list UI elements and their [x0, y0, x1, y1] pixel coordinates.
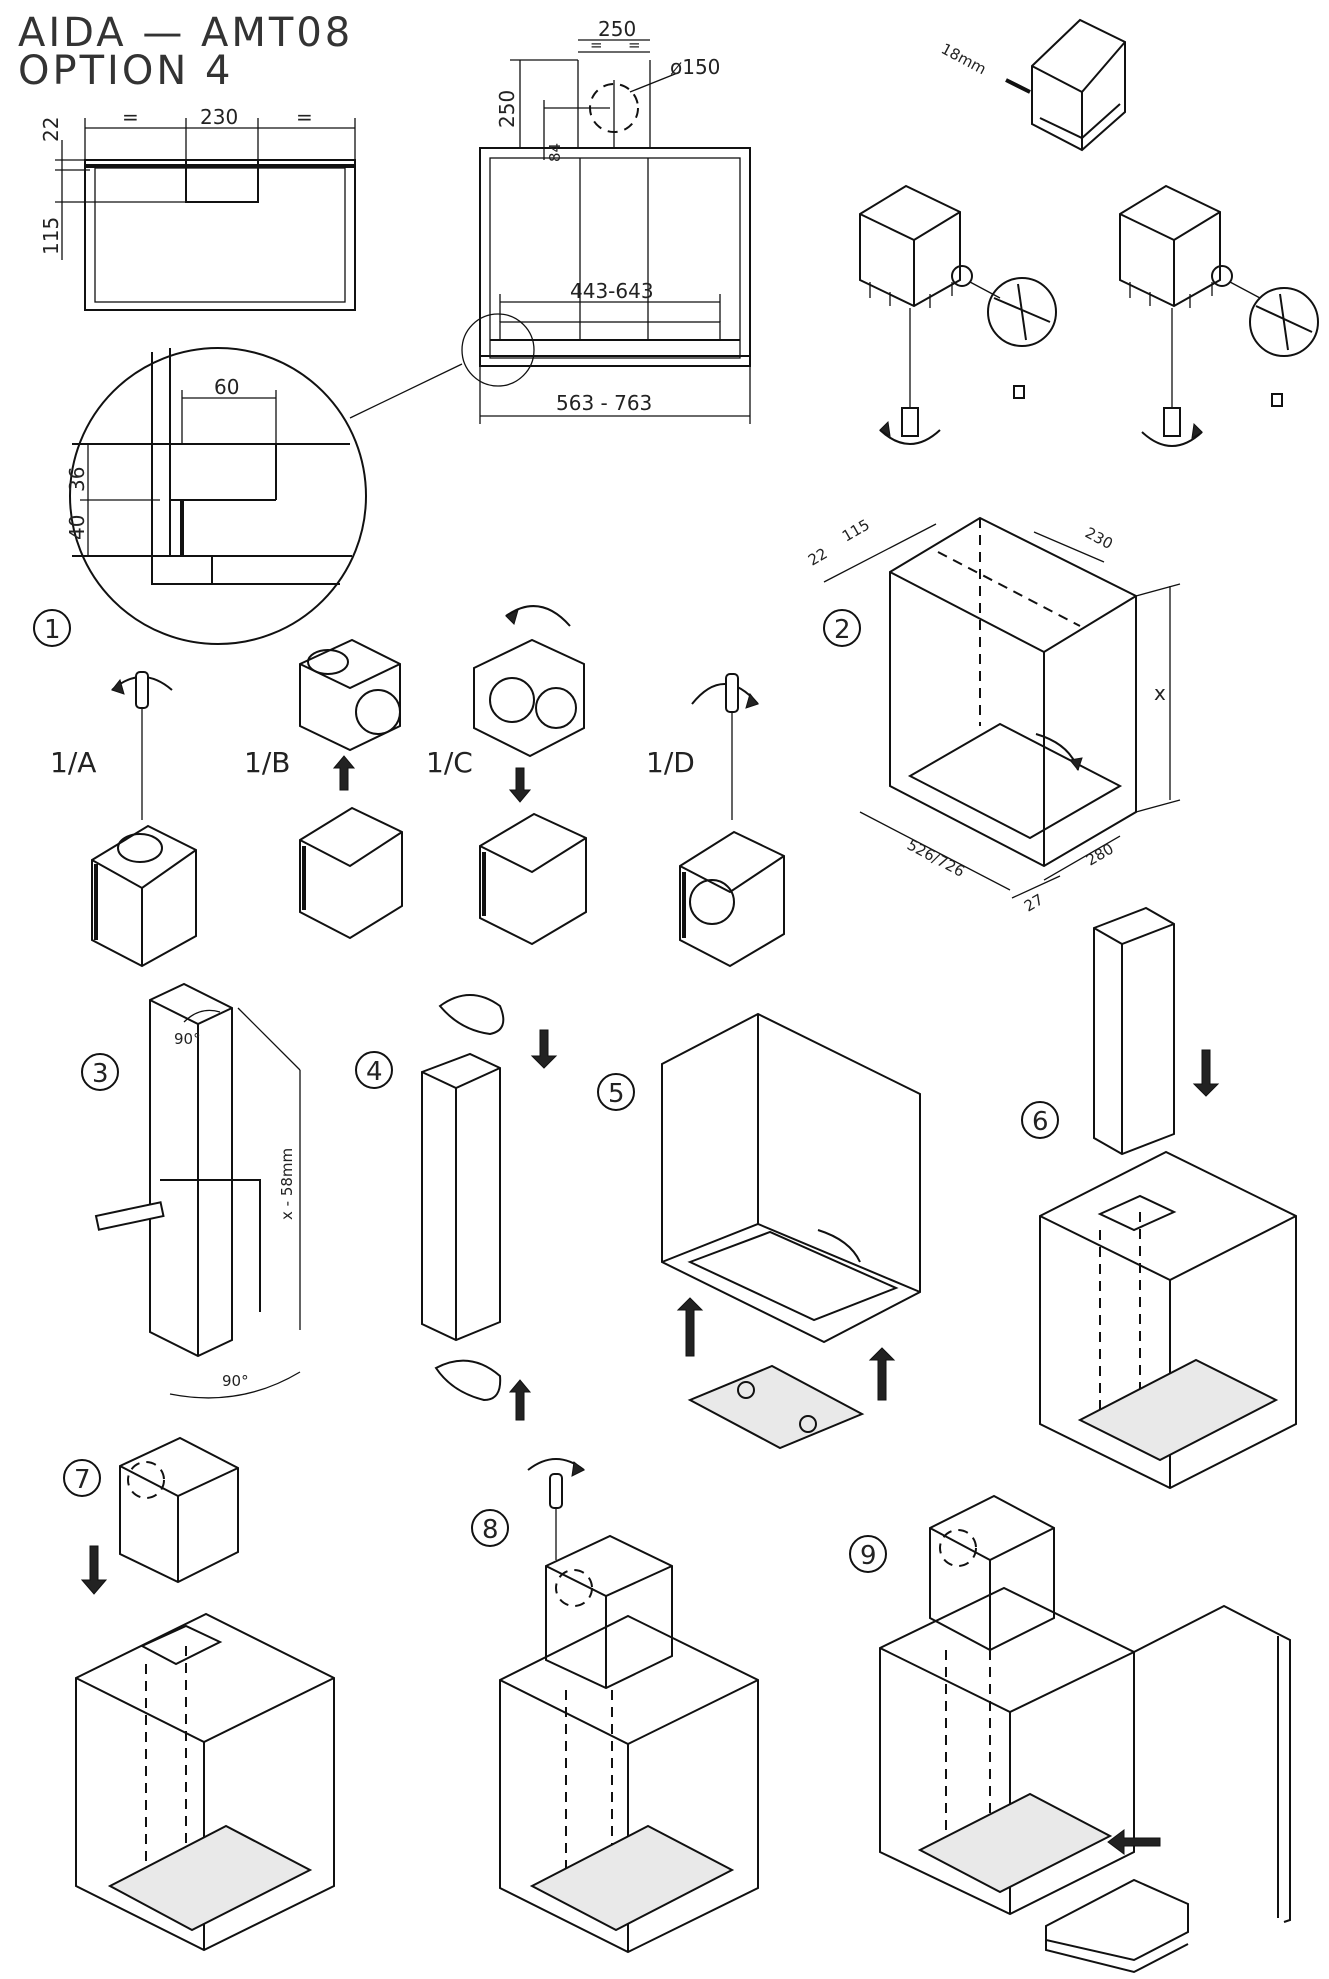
- step-6: 6: [1021, 906, 1297, 1490]
- step-badge: [63, 1459, 101, 1497]
- dim-iso-27: 27: [1021, 890, 1047, 915]
- push-arrow-icon: [80, 1545, 108, 1595]
- step-1b: 1/B: [244, 638, 403, 940]
- dim-iso-depth: 526/726: [904, 836, 967, 881]
- dim-equal-left: =: [122, 105, 139, 129]
- step-2: 2 22 115 230 x 526/726 280 27: [805, 516, 1181, 915]
- step-badge: [597, 1073, 635, 1111]
- screwdriver-icon: [135, 671, 149, 709]
- dim-screw-length: 18mm: [938, 40, 989, 79]
- dim-left-115: 115: [39, 217, 63, 255]
- step-number: 5: [608, 1079, 625, 1109]
- step-1: 1: [33, 609, 71, 647]
- screwdriver-icon: [725, 673, 739, 713]
- dim-chimney-eq-left: =: [590, 36, 603, 54]
- screwdriver-icon: [901, 407, 919, 437]
- step-number: 1: [44, 615, 61, 645]
- screw-icon: [1013, 385, 1025, 399]
- step-badge: [471, 1509, 509, 1547]
- dim-top-width: 230: [200, 105, 238, 129]
- push-arrow-icon: [508, 767, 532, 803]
- dim-duct-diameter: ø150: [670, 55, 720, 79]
- step-4: 4: [355, 994, 558, 1421]
- push-arrow-icon: [868, 1347, 896, 1401]
- step-5: 5: [597, 1012, 921, 1450]
- step-badge: [849, 1535, 887, 1573]
- model-title: AIDA — AMT08: [18, 10, 353, 56]
- bracket-left-sketch: [859, 184, 1057, 445]
- push-arrow-icon: [508, 1379, 532, 1421]
- dim-detail-36: 36: [65, 467, 89, 492]
- detail-enlargement-drawing: 60 36 40: [65, 347, 367, 645]
- dim-offset-84: 84: [546, 143, 564, 162]
- top-plan-drawing: = 230 = 22 115: [39, 105, 356, 311]
- step-badge: [823, 609, 861, 647]
- dim-inner-width: 443-643: [570, 279, 654, 303]
- push-arrow-icon: [530, 1029, 558, 1069]
- step-number: 9: [860, 1541, 877, 1571]
- step-badge: [81, 1053, 119, 1091]
- screwdriver-icon: [1163, 407, 1181, 437]
- screw-icon: [1271, 393, 1283, 407]
- bracket-screw-sketches: 18mm: [859, 18, 1319, 447]
- dim-chimney-width: 250: [598, 17, 636, 41]
- step-1a: 1/A: [50, 671, 197, 968]
- front-elevation-drawing: 250 = = 250 84 ø150 443-643 563 - 763: [349, 17, 751, 424]
- dim-outer-width: 563 - 763: [556, 391, 652, 415]
- step-number: 2: [834, 615, 851, 645]
- dim-angle-bottom: 90°: [222, 1372, 249, 1390]
- rotate-arrow-icon: [879, 429, 941, 445]
- dim-left-22: 22: [39, 117, 63, 142]
- rotate-arrow-icon: [1141, 431, 1203, 447]
- step-badge: [355, 1051, 393, 1089]
- step-label: 1/C: [426, 746, 473, 779]
- title-block: AIDA — AMT08 OPTION 4: [18, 10, 353, 94]
- dim-angle-top: 90°: [174, 1030, 201, 1048]
- push-arrow-icon: [1107, 1829, 1161, 1855]
- rope-coil-icon: [434, 1359, 502, 1402]
- step-badge: [1021, 1101, 1059, 1139]
- dim-equal-right: =: [296, 105, 313, 129]
- dim-chimney-height: 250: [495, 90, 519, 128]
- dim-iso-115: 115: [839, 516, 873, 546]
- step-1c: 1/C: [426, 605, 587, 946]
- push-arrow-icon: [1192, 1049, 1220, 1097]
- screwdriver-icon: [549, 1473, 563, 1509]
- dim-iso-280: 280: [1083, 840, 1117, 870]
- step-number: 4: [366, 1057, 383, 1087]
- rotate-arrow-icon: [505, 605, 571, 627]
- step-label: 1/B: [244, 746, 290, 779]
- dim-iso-230: 230: [1082, 524, 1116, 553]
- push-arrow-icon: [676, 1297, 704, 1357]
- step-3: 3 x - 58mm 90° 90°: [81, 982, 301, 1399]
- step-label: 1/D: [646, 746, 695, 779]
- step-number: 6: [1032, 1107, 1049, 1137]
- bracket-18mm-sketch: 18mm: [938, 18, 1126, 152]
- step-9: 9: [849, 1494, 1291, 1974]
- step-number: 8: [482, 1515, 499, 1545]
- step-1d: 1/D: [646, 673, 785, 968]
- dim-iso-height: x: [1154, 681, 1166, 705]
- step-badge: [33, 609, 71, 647]
- push-arrow-icon: [332, 755, 356, 791]
- step-number: 3: [92, 1059, 109, 1089]
- dim-iso-22: 22: [805, 544, 831, 569]
- dim-step3-length: x - 58mm: [278, 1148, 296, 1220]
- rope-coil-icon: [438, 994, 505, 1036]
- step-number: 7: [74, 1465, 91, 1495]
- step-7: 7: [63, 1436, 335, 1952]
- dim-chimney-eq-right: =: [628, 36, 641, 54]
- dim-detail-40: 40: [65, 515, 89, 540]
- step-label: 1/A: [50, 746, 96, 779]
- bracket-right-sketch: [1119, 184, 1319, 447]
- step-8: 8: [471, 1458, 759, 1954]
- option-title: OPTION 4: [18, 48, 233, 94]
- dim-detail-60: 60: [214, 375, 239, 399]
